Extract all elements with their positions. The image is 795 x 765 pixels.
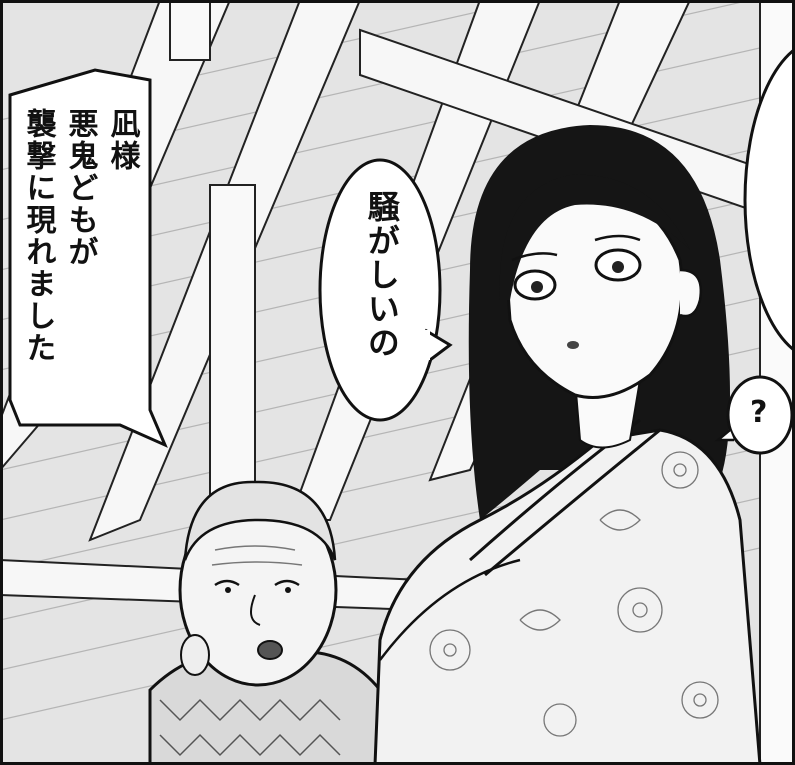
messenger-speech-line-1: 凪様: [104, 108, 140, 172]
question-bubble: [714, 375, 794, 455]
messenger-speech-line-3: 襲撃に現れました: [20, 108, 56, 364]
woman-speech-line-1: 騒がしいの: [362, 190, 401, 360]
woman-speech-bubble: [318, 158, 453, 422]
question-mark-text: ?: [750, 395, 768, 430]
messenger-speech-bubble: [8, 68, 168, 448]
messenger-speech-line-2: 悪鬼どもが: [62, 108, 98, 268]
offscreen-bubble: [743, 47, 795, 353]
old-man-figure: [148, 480, 392, 765]
woman-figure: [373, 125, 762, 765]
